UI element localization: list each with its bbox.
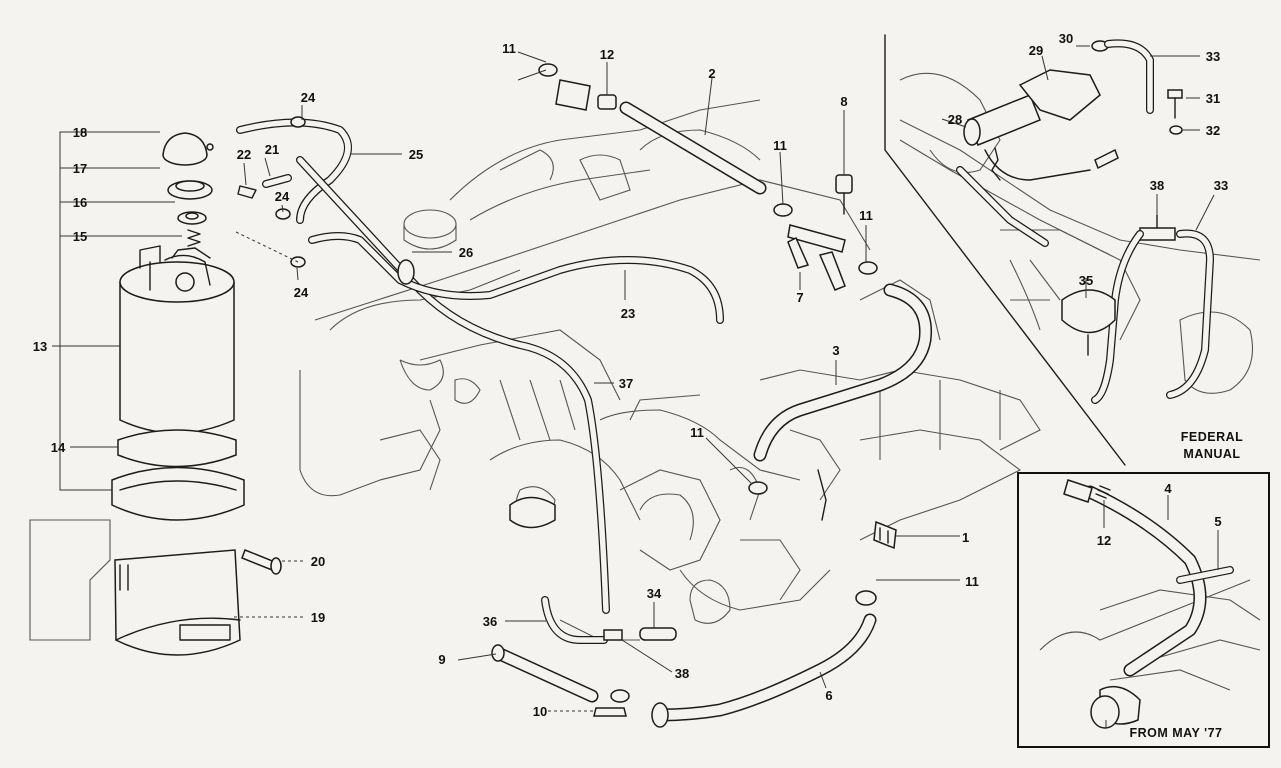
label-part-20: 20 [311,554,325,569]
label-part-2: 2 [708,66,715,81]
label-part-10: 10 [533,704,547,719]
label-part-29: 29 [1029,43,1043,58]
hose-6 [653,613,877,722]
label-part-6: 6 [825,688,832,703]
label-part-33-low: 33 [1214,178,1228,193]
hose-37 [296,156,610,614]
federal-manual-inset [1017,472,1270,748]
label-part-12-inset: 12 [1097,533,1111,548]
hose-23 [308,232,724,324]
label-part-21: 21 [265,142,279,157]
label-part-12: 12 [600,47,614,62]
hose-3 [753,283,933,462]
label-part-15: 15 [73,229,87,244]
hose-9 [493,647,599,703]
captions: FEDERAL MANUAL FROM MAY '77 [1129,430,1244,740]
label-part-11-center: 11 [690,425,704,440]
label-part-18: 18 [73,125,87,140]
label-part-11-mid: 11 [773,138,787,153]
label-part-24-top: 24 [301,90,316,105]
hose-25 [236,118,352,224]
caption-manual: MANUAL [1183,447,1240,461]
label-part-11-top: 11 [502,41,516,56]
label-part-1: 1 [962,530,969,545]
label-part-31: 31 [1206,91,1220,106]
label-part-32: 32 [1206,123,1220,138]
label-part-33-top: 33 [1206,49,1220,64]
hose-36 [541,596,608,644]
canister-assembly [29,131,292,656]
label-part-25: 25 [409,147,423,162]
connectors [275,63,897,728]
label-part-3: 3 [832,343,839,358]
label-part-30: 30 [1059,31,1073,46]
label-part-16: 16 [73,195,87,210]
label-part-37: 37 [619,376,633,391]
caption-from-may-77: FROM MAY '77 [1129,726,1222,740]
part-labels: 1 2 3 4 5 6 7 8 9 10 11 11 11 11 11 12 1… [33,31,1228,719]
leader-lines [52,45,1219,728]
label-part-38-low: 38 [675,666,689,681]
label-part-22: 22 [237,147,251,162]
label-part-4: 4 [1164,481,1172,496]
label-part-7: 7 [796,290,803,305]
label-part-11-right: 11 [859,208,873,223]
label-part-38-right: 38 [1150,178,1164,193]
label-part-19: 19 [311,610,325,625]
label-part-24-low: 24 [294,285,309,300]
label-part-35: 35 [1079,273,1093,288]
label-part-8: 8 [840,94,847,109]
label-part-28: 28 [948,112,962,127]
caption-federal: FEDERAL [1181,430,1244,444]
label-part-17: 17 [73,161,87,176]
label-part-9: 9 [438,652,445,667]
label-part-5: 5 [1214,514,1221,529]
label-part-26: 26 [459,245,473,260]
label-part-23: 23 [621,306,635,321]
upper-right-detail [884,34,1261,466]
label-part-13: 13 [33,339,47,354]
engine-block [299,99,1041,641]
label-part-34: 34 [647,586,662,601]
label-part-11-low: 11 [965,574,979,589]
label-part-36: 36 [483,614,497,629]
label-part-24-mid: 24 [275,189,290,204]
hose-2 [619,101,767,195]
label-part-14: 14 [51,440,66,455]
